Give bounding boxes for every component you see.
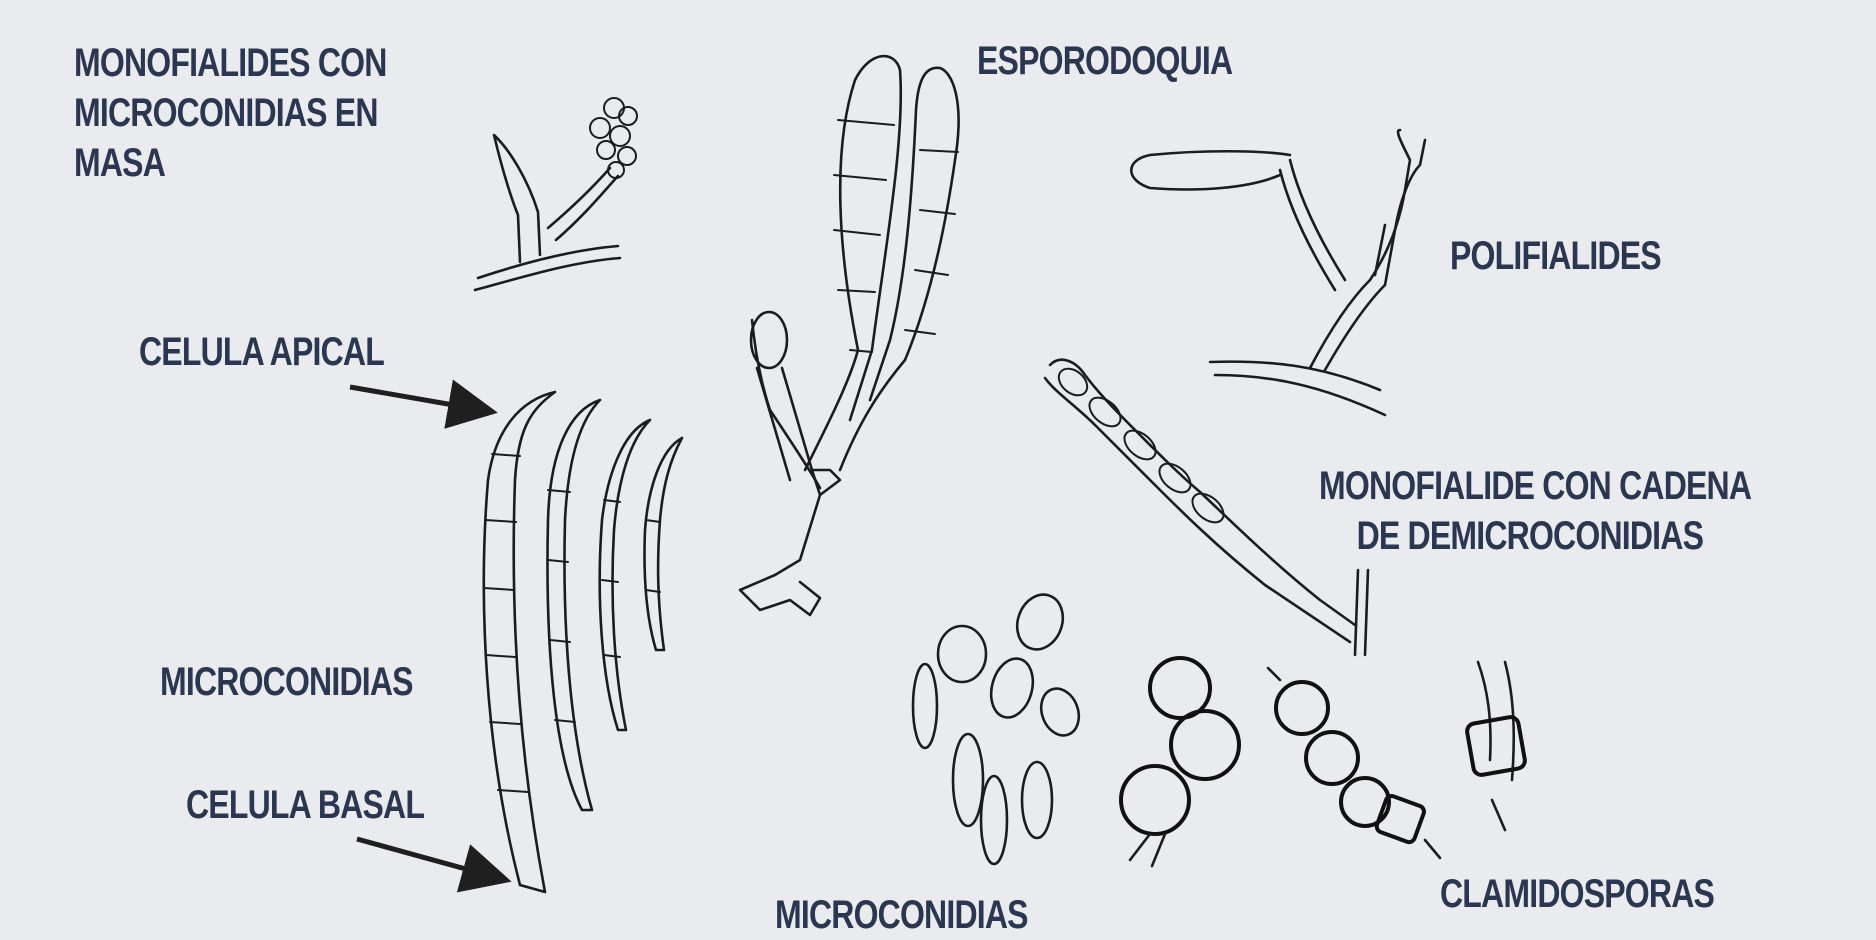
arrow-celula-apical: [350, 387, 488, 411]
monofialide-chain-sketch: [1045, 360, 1368, 655]
polifialides-sketch: [1131, 130, 1425, 415]
clamidosporas-sketch: [1121, 658, 1526, 866]
microconidias-sketch: [913, 588, 1085, 864]
monofialides-sketch: [475, 98, 637, 290]
esporodoquia-sketch: [740, 56, 959, 615]
macroconidia-sketch: [484, 392, 682, 892]
arrow-celula-basal: [357, 839, 502, 879]
